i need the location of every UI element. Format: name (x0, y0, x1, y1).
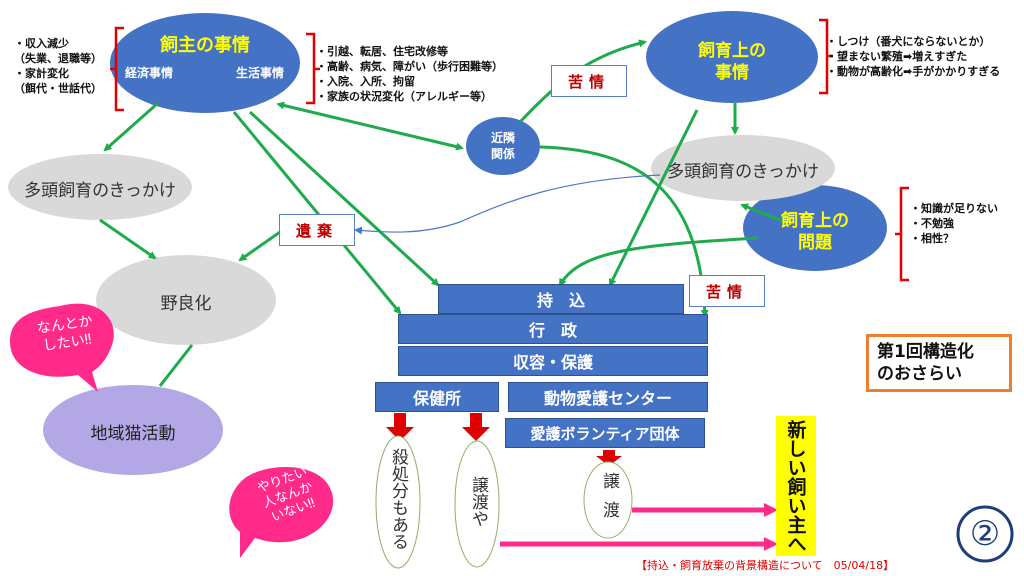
neighbors-label: 近隣 関係 (473, 130, 533, 162)
breeding-title-line2: 事情 (715, 63, 749, 83)
neighbors-ellipse (466, 117, 540, 175)
arrow-neighbors-to-admin (539, 145, 709, 318)
multi-left-label: 多頭飼育のきっかけ (24, 181, 176, 201)
transfer-right-ellipse (583, 461, 633, 539)
bubble-bottom-shape (229, 467, 334, 558)
shelter-bar: 収容・保護 (398, 346, 708, 376)
red-arrow-euthanasia (386, 413, 414, 441)
review-box-text: 第1回構造化 のおさらい (877, 342, 974, 384)
community-cat-label: 地域猫活動 (90, 424, 176, 444)
problems-title-line2: 問題 (798, 233, 832, 253)
animal-center-bar: 動物愛護センター (508, 382, 708, 412)
arrow-owner-to-multi (103, 101, 159, 152)
arrow-problems-to-multi (740, 203, 786, 224)
problems-bracket (895, 186, 909, 282)
review-box: 第1回構造化 のおさらい (866, 334, 1012, 392)
complaint-bottom-box: 苦情 (689, 275, 765, 307)
arrow-owner-to-bringin (248, 110, 440, 287)
red-arrow-transfer-left (462, 413, 490, 441)
arrow-multi-to-abandon (354, 174, 661, 235)
multi-right-ellipse (651, 135, 835, 201)
arrow-owner-neighbors (276, 101, 464, 151)
economic-notes: ・収入減少 （失業、退職等） ・家計変化 （餌代・世話代） (14, 37, 102, 95)
breeding-title-line1: 飼育上の (698, 41, 766, 61)
page-number: ② (969, 514, 1001, 554)
bring-in-bar: 持 込 (438, 284, 684, 314)
breeding-problems-ellipse (743, 185, 887, 271)
multi-left-ellipse (8, 154, 192, 220)
owner-circumstances-title: 飼主の事情 (160, 35, 250, 56)
bubble-left-shape (10, 303, 114, 392)
arrow-abandon-to-feral (238, 230, 281, 262)
arrow-problems-to-bringin (558, 236, 759, 287)
life-notes: ・引越、転居、住宅改修等 ・高齢、病気、障がい（歩行困難等） ・入院、入所、拘留… (316, 45, 503, 103)
economic-label: 経済事情 (125, 66, 174, 80)
neighbors-line2: 関係 (490, 147, 515, 161)
breeding-problems-title: 飼育上の 問題 (755, 210, 875, 254)
feral-ellipse (96, 255, 276, 345)
volunteer-bar: 愛護ボランティア団体 (505, 418, 705, 448)
health-center-bar: 保健所 (375, 382, 499, 412)
community-cat-ellipse (43, 385, 223, 475)
problems-notes: ・知識が足りない ・不勉強 ・相性？ (910, 202, 998, 245)
breeding-circumstances-ellipse (646, 11, 818, 103)
arrow-owner-to-admin (232, 111, 402, 315)
administration-bar: 行 政 (398, 314, 708, 344)
transfer-left-ellipse (454, 440, 500, 568)
problems-title-line1: 飼育上の (781, 211, 849, 231)
multi-right-label: 多頭飼育のきっかけ (667, 162, 819, 182)
euthanasia-text: 殺処分もある (388, 448, 408, 550)
breeding-notes: ・しつけ（番犬にならないとか） ・望まない繁殖➡増えすぎた ・動物が高齢化➡手が… (826, 35, 1001, 78)
life-label: 生活事情 (236, 66, 285, 80)
complaint-top-box: 苦情 (551, 65, 627, 97)
left-bracket (110, 26, 124, 112)
arrow-breeding-to-bringin (608, 109, 699, 287)
new-owner-text: 新しい飼い主へ (784, 420, 807, 553)
transfer-right-text: 譲渡 (599, 472, 619, 530)
breeding-circumstances-title: 飼育上の 事情 (672, 40, 792, 84)
euthanasia-ellipse (375, 435, 421, 569)
arrow-feral-to-community (158, 344, 194, 387)
neighbors-line1: 近隣 (490, 131, 515, 145)
feral-label: 野良化 (160, 294, 212, 314)
new-owner-box: 新しい飼い主へ (776, 416, 816, 556)
transfer-left-text: 譲渡や (468, 476, 488, 527)
abandon-box: 遺棄 (279, 214, 355, 246)
breeding-bracket (819, 18, 833, 95)
page-number-circle (956, 505, 1014, 563)
footer-caption: 【持込・飼育放棄の背景構造について 05/04/18】 (636, 559, 895, 572)
owner-circumstances-ellipse (110, 13, 300, 113)
arrow-multi-to-feral (99, 218, 157, 260)
red-arrow-transfer-right (596, 450, 622, 466)
